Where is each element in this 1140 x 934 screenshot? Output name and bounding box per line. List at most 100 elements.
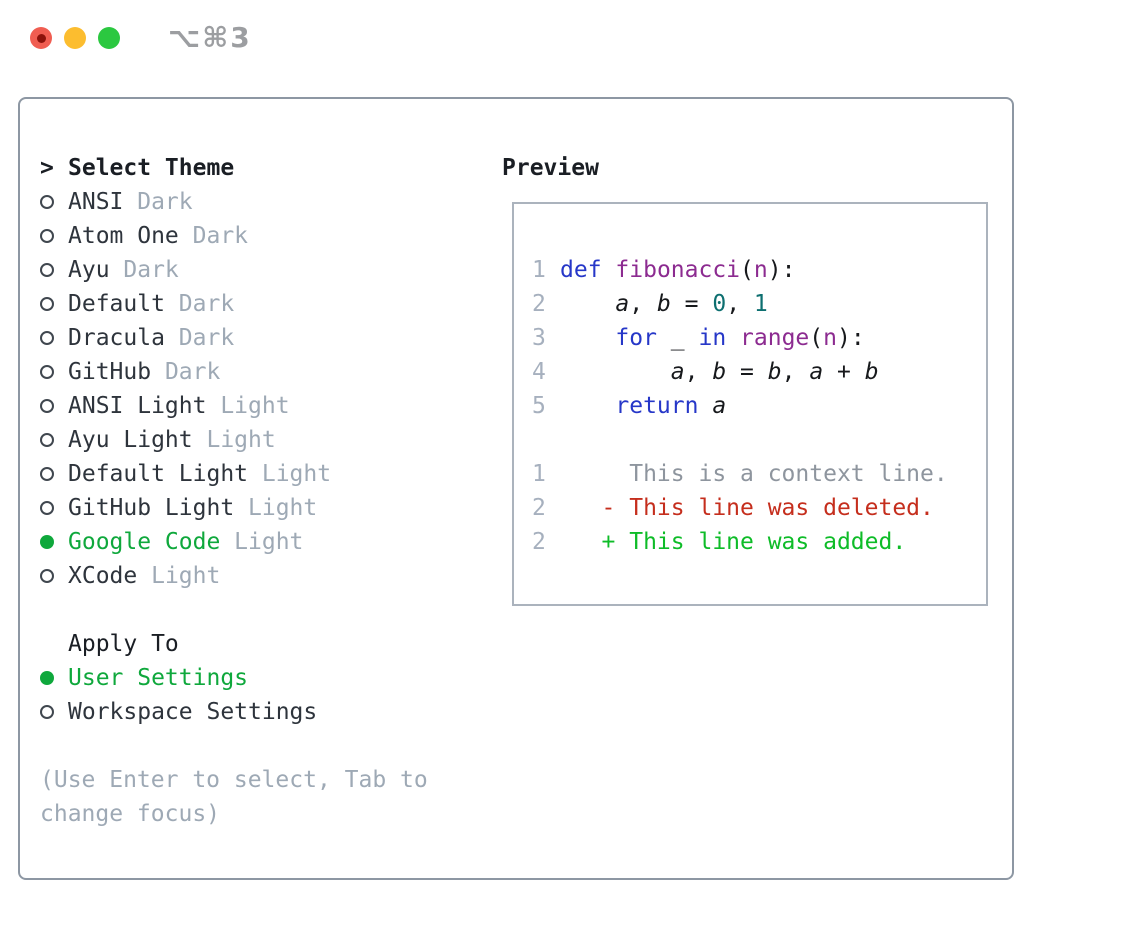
apply-option-label: User Settings: [68, 665, 249, 691]
theme-name: ANSI Light: [68, 393, 207, 419]
radio-icon: [40, 705, 68, 719]
diff-line-deleted: 2 - This line was deleted.: [532, 491, 986, 525]
radio-dot-icon: [40, 671, 54, 685]
apply-option-user-settings[interactable]: User Settings: [40, 661, 444, 695]
diff-text: This is a context line.: [560, 461, 948, 487]
theme-item-atom-one[interactable]: Atom One Dark: [40, 219, 444, 253]
theme-variant: Dark: [123, 257, 179, 283]
theme-name: Google Code: [68, 529, 221, 555]
radio-icon: [40, 263, 68, 277]
line-number: 1: [532, 461, 546, 487]
theme-variant: Light: [220, 393, 290, 419]
theme-variant: Dark: [137, 189, 193, 215]
theme-variant: Light: [151, 563, 221, 589]
radio-icon: [40, 569, 68, 583]
radio-icon: [40, 195, 68, 209]
radio-dot-icon: [40, 365, 54, 379]
theme-item-default-light[interactable]: Default Light Light: [40, 457, 444, 491]
theme-name: Ayu Light: [68, 427, 193, 453]
diff-preview: 1 This is a context line.2 - This line w…: [532, 457, 986, 559]
radio-dot-icon: [40, 535, 54, 549]
selected-radio-icon: [40, 671, 68, 685]
radio-dot-icon: [40, 331, 54, 345]
theme-item-ayu-light[interactable]: Ayu Light Light: [40, 423, 444, 457]
line-number: 2: [532, 495, 546, 521]
theme-name: ANSI: [68, 189, 124, 215]
radio-dot-icon: [40, 297, 54, 311]
theme-item-github[interactable]: GitHub Dark: [40, 355, 444, 389]
theme-variant: Dark: [164, 359, 221, 385]
hint-text: (Use Enter to select, Tab to change focu…: [40, 767, 428, 827]
spacer: [40, 593, 444, 627]
theme-name: XCode: [68, 563, 138, 589]
theme-name: Ayu: [68, 257, 110, 283]
select-theme-title: Select Theme: [68, 155, 235, 181]
theme-item-google-code[interactable]: Google Code Light: [40, 525, 444, 559]
radio-dot-icon: [40, 433, 54, 447]
apply-option-label: Workspace Settings: [68, 699, 318, 725]
theme-name: GitHub Light: [68, 495, 235, 521]
theme-variant: Light: [248, 495, 318, 521]
radio-icon: [40, 501, 68, 515]
radio-dot-icon: [40, 467, 54, 481]
theme-item-ayu[interactable]: Ayu Dark: [40, 253, 444, 287]
window-title: ⌥⌘3: [168, 21, 252, 54]
close-button[interactable]: [30, 27, 52, 49]
theme-variant: Light: [206, 427, 276, 453]
diff-text: + This line was added.: [560, 529, 907, 555]
zoom-button[interactable]: [98, 27, 120, 49]
close-dot-icon: [36, 33, 46, 43]
code-line: 3 for _ in range(n):: [532, 321, 986, 355]
code-line: 2 a, b = 0, 1: [532, 287, 986, 321]
radio-icon: [40, 331, 68, 345]
minimize-button[interactable]: [64, 27, 86, 49]
code-line: 5 return a: [532, 389, 986, 423]
radio-dot-icon: [40, 501, 54, 515]
theme-item-github-light[interactable]: GitHub Light Light: [40, 491, 444, 525]
spacer: [40, 729, 444, 763]
line-number: 1: [532, 257, 546, 283]
radio-dot-icon: [40, 195, 54, 209]
theme-name: GitHub: [68, 359, 152, 385]
theme-name: Atom One: [68, 223, 179, 249]
theme-item-default[interactable]: Default Dark: [40, 287, 444, 321]
radio-dot-icon: [40, 229, 54, 243]
theme-variant: Dark: [178, 291, 235, 317]
theme-name: Default Light: [68, 461, 249, 487]
apply-option-workspace-settings[interactable]: Workspace Settings: [40, 695, 444, 729]
theme-name: Dracula: [68, 325, 165, 351]
diff-line-context: 1 This is a context line.: [532, 457, 986, 491]
theme-name: Default: [68, 291, 165, 317]
radio-icon: [40, 365, 68, 379]
diff-text: - This line was deleted.: [560, 495, 934, 521]
theme-variant: Light: [261, 461, 332, 487]
line-number: 2: [532, 291, 546, 317]
radio-icon: [40, 229, 68, 243]
select-theme-header: > Select Theme: [40, 151, 444, 185]
line-number: 4: [532, 359, 546, 385]
apply-to-title: Apply To: [68, 631, 179, 657]
theme-variant: Dark: [192, 223, 249, 249]
theme-variant: Light: [234, 529, 304, 555]
traffic-lights: [30, 27, 120, 49]
radio-dot-icon: [40, 399, 54, 413]
line-number: 3: [532, 325, 546, 351]
radio-dot-icon: [40, 263, 54, 277]
radio-dot-icon: [40, 705, 54, 719]
radio-icon: [40, 399, 68, 413]
spacer: [532, 423, 986, 457]
radio-dot-icon: [40, 569, 54, 583]
theme-item-ansi[interactable]: ANSI Dark: [40, 185, 444, 219]
radio-icon: [40, 297, 68, 311]
code-line: 4 a, b = b, a + b: [532, 355, 986, 389]
theme-item-xcode[interactable]: XCode Light: [40, 559, 444, 593]
line-number: 2: [532, 529, 546, 555]
theme-item-ansi-light[interactable]: ANSI Light Light: [40, 389, 444, 423]
